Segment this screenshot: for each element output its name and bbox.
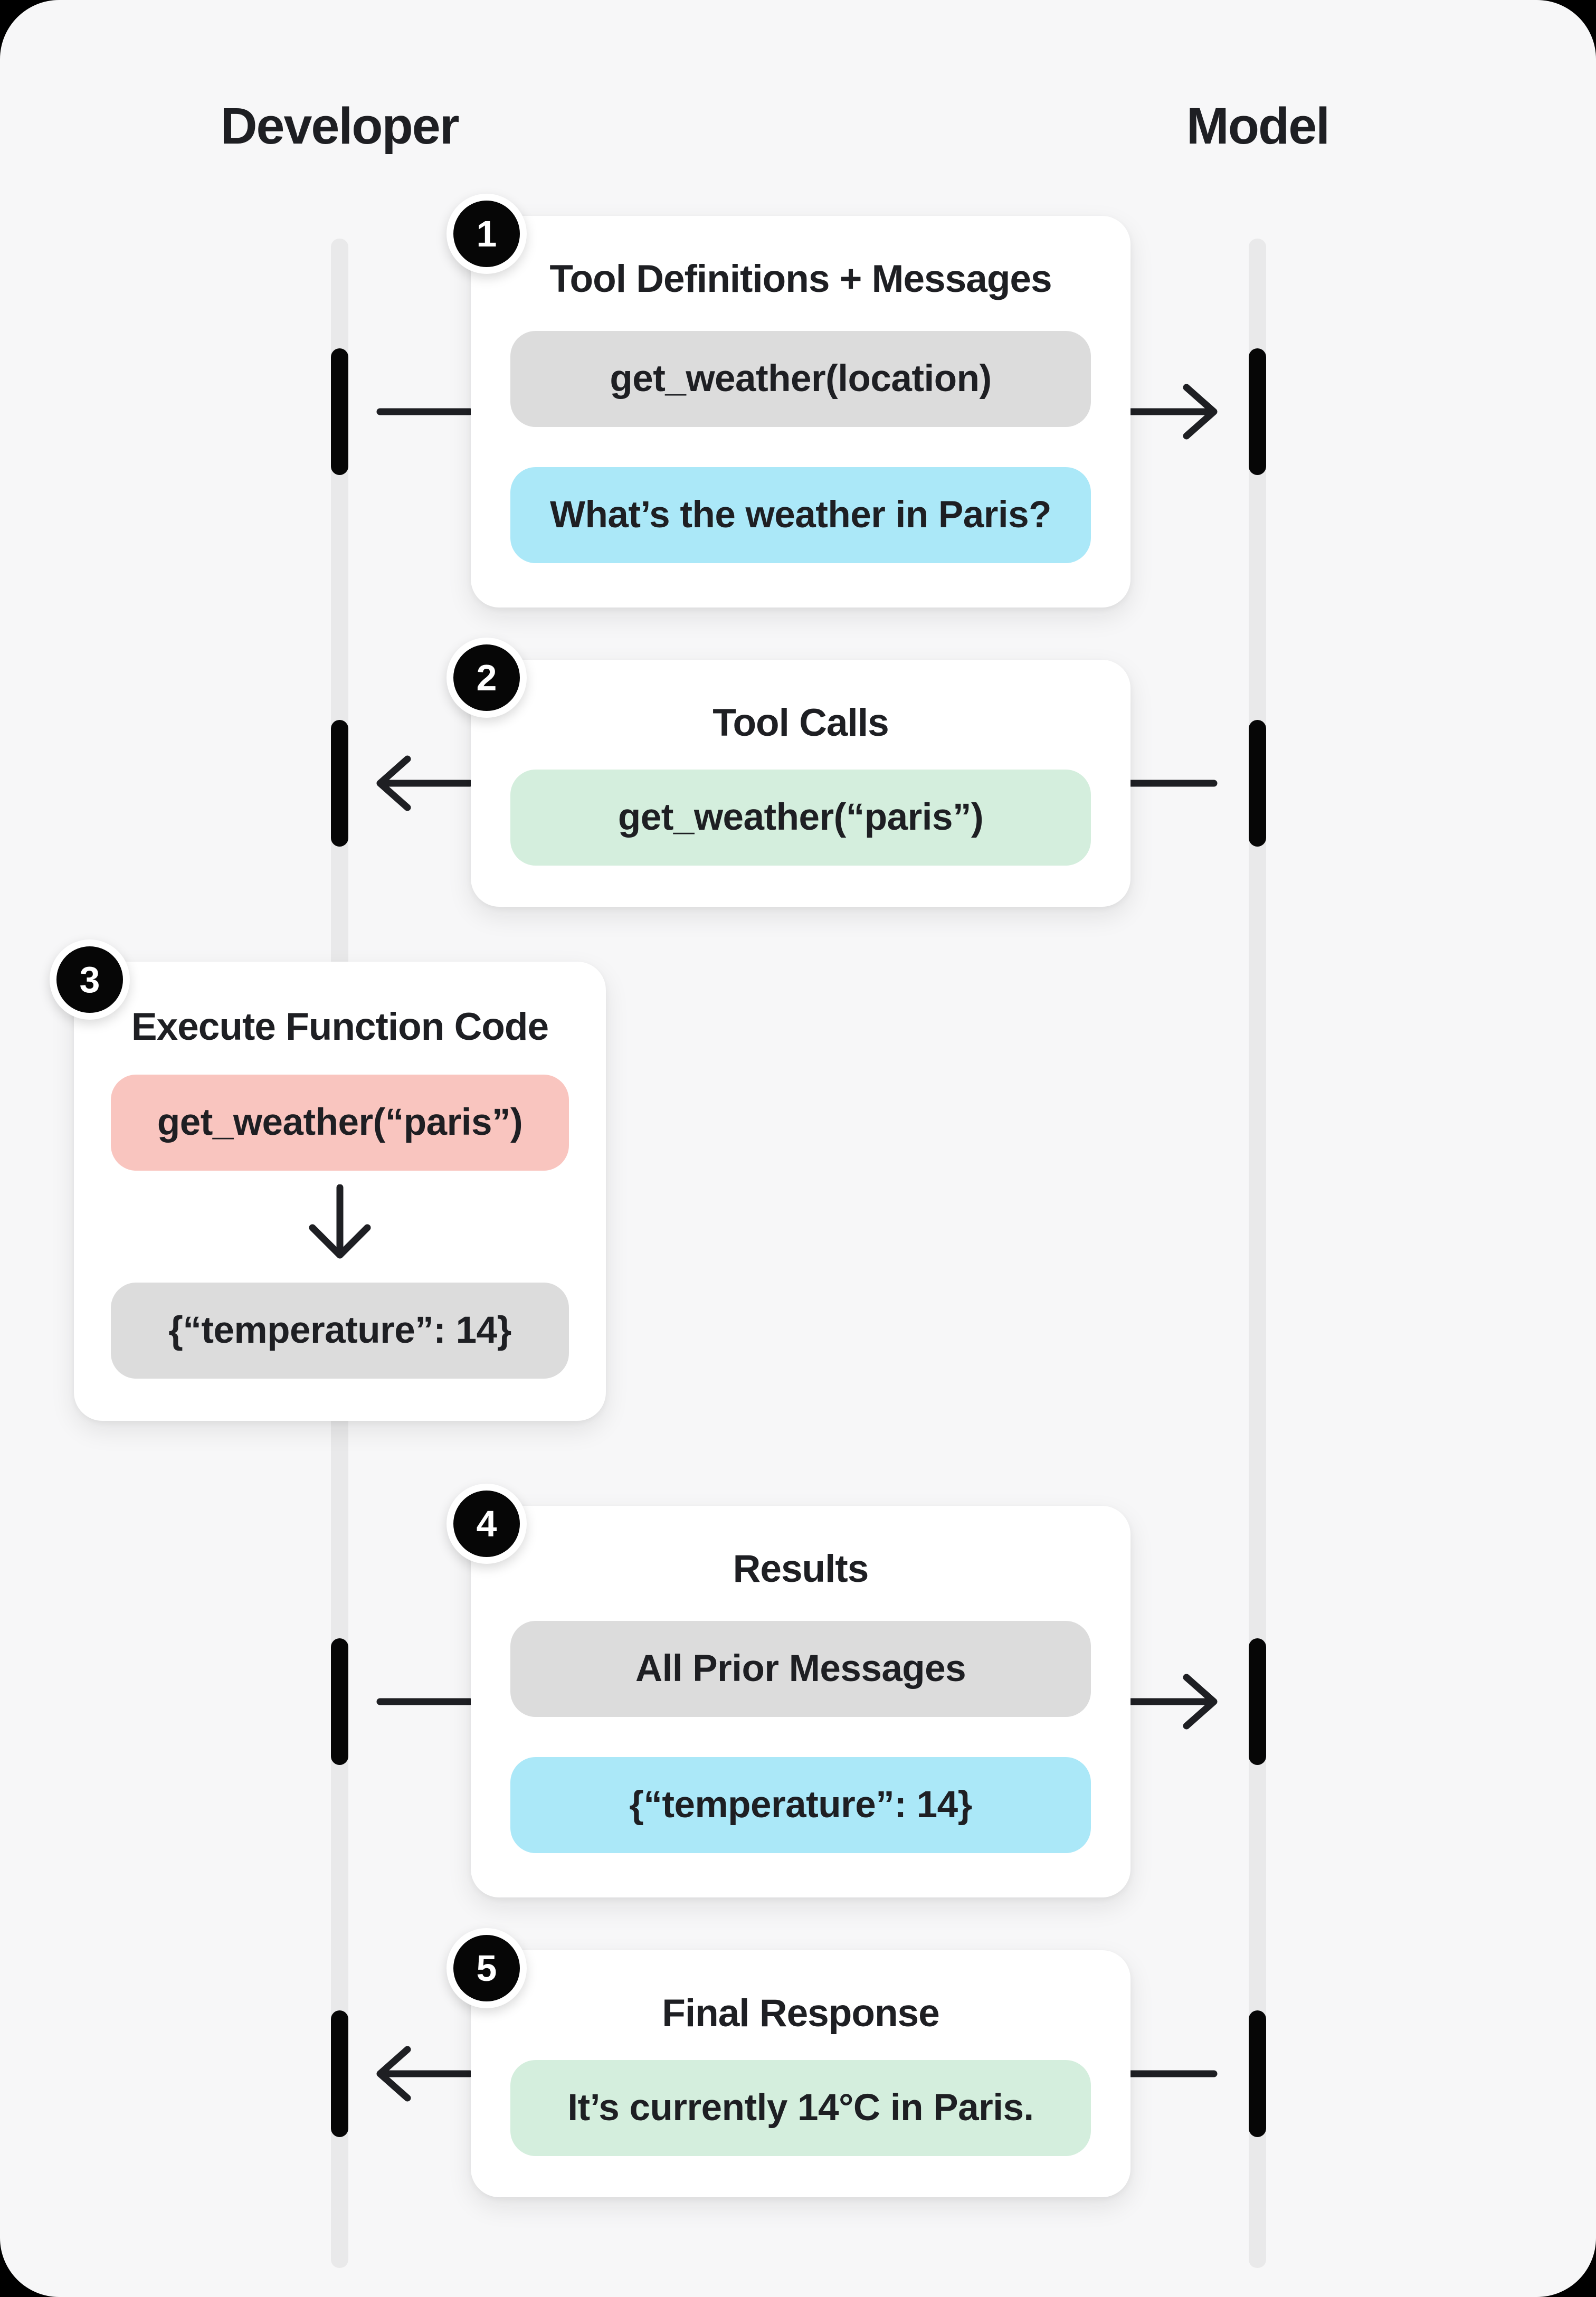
step1-tool-definition-pill: get_weather(location) bbox=[510, 330, 1091, 427]
step3-card: Execute Function Code get_weather(“paris… bbox=[74, 962, 606, 1421]
step3-badge-number: 3 bbox=[79, 959, 100, 1000]
step5-final-response-pill: It’s currently 14°C in Paris. bbox=[510, 2059, 1091, 2156]
step5-card: Final Response It’s currently 14°C in Pa… bbox=[471, 1950, 1130, 2197]
actor-label-developer: Developer bbox=[220, 97, 459, 155]
step1-title: Tool Definitions + Messages bbox=[549, 258, 1052, 300]
step4-result-pill: {“temperature”: 14} bbox=[510, 1757, 1091, 1853]
arrow-step2-left-icon bbox=[376, 755, 1218, 811]
arrow-step4-right-icon bbox=[376, 1674, 1218, 1730]
step1-user-message-pill: What’s the weather in Paris? bbox=[510, 467, 1091, 563]
step5-badge-number: 5 bbox=[476, 1948, 497, 1989]
step1-number-badge: 1 bbox=[446, 194, 527, 274]
arrow-step5-left-icon bbox=[376, 2046, 1218, 2102]
step5-title: Final Response bbox=[662, 1992, 940, 2035]
step4-prior-messages-pill: All Prior Messages bbox=[510, 1620, 1091, 1717]
developer-activation-step1 bbox=[331, 348, 348, 475]
step3-function-result-pill: {“temperature”: 14} bbox=[111, 1282, 569, 1379]
actor-label-model: Model bbox=[1186, 97, 1330, 155]
developer-activation-step5 bbox=[331, 2010, 348, 2137]
step2-number-badge: 2 bbox=[446, 638, 527, 718]
down-arrow-icon bbox=[309, 1184, 371, 1259]
step3-function-call-pill: get_weather(“paris”) bbox=[111, 1074, 569, 1171]
step4-title: Results bbox=[733, 1548, 869, 1590]
developer-activation-step2 bbox=[331, 720, 348, 847]
step1-badge-number: 1 bbox=[476, 213, 497, 254]
model-activation-step4 bbox=[1249, 1638, 1266, 1765]
arrow-step1-right-icon bbox=[376, 384, 1218, 440]
step4-badge-number: 4 bbox=[476, 1503, 497, 1544]
step2-badge-number: 2 bbox=[476, 657, 497, 698]
model-activation-step2 bbox=[1249, 720, 1266, 847]
step3-number-badge: 3 bbox=[50, 939, 130, 1020]
model-lifeline bbox=[1249, 239, 1266, 2268]
developer-activation-step4 bbox=[331, 1638, 348, 1765]
step4-card: Results All Prior Messages {“temperature… bbox=[471, 1506, 1130, 1897]
step2-tool-call-pill: get_weather(“paris”) bbox=[510, 769, 1091, 866]
step4-number-badge: 4 bbox=[446, 1484, 527, 1564]
model-activation-step1 bbox=[1249, 348, 1266, 475]
step3-title: Execute Function Code bbox=[131, 1005, 549, 1048]
step2-card: Tool Calls get_weather(“paris”) bbox=[471, 660, 1130, 907]
model-activation-step5 bbox=[1249, 2010, 1266, 2137]
step1-card: Tool Definitions + Messages get_weather(… bbox=[471, 216, 1130, 608]
step5-number-badge: 5 bbox=[446, 1928, 527, 2008]
step2-title: Tool Calls bbox=[712, 701, 889, 744]
